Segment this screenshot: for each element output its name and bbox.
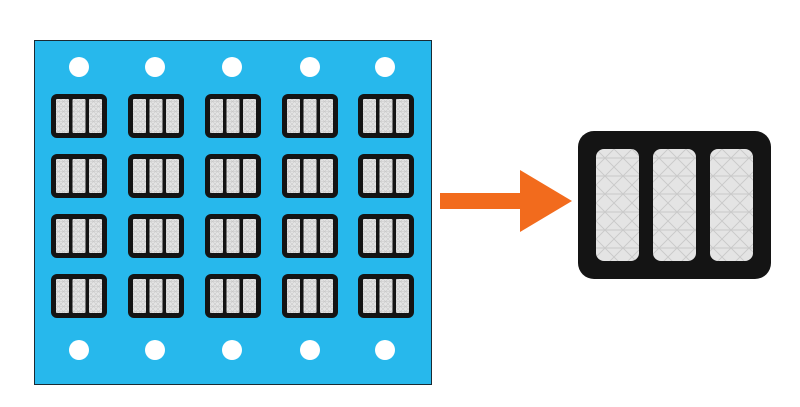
mounting-hole	[300, 340, 320, 360]
cell-strip	[149, 279, 163, 313]
cell-tile	[205, 94, 261, 138]
mounting-hole	[375, 340, 395, 360]
cell-strip	[320, 99, 333, 133]
cell-strip	[133, 219, 146, 253]
cell-tile	[358, 154, 414, 198]
cell-tile	[128, 214, 184, 258]
cell-tile	[51, 94, 107, 138]
cell-board	[34, 40, 432, 385]
cell-tile	[358, 274, 414, 318]
cell-strip	[379, 219, 393, 253]
cell-tile	[205, 154, 261, 198]
cell-strip	[396, 219, 409, 253]
cell-strip	[379, 159, 393, 193]
cell-strip	[166, 219, 179, 253]
cell-tile	[128, 94, 184, 138]
mounting-hole	[222, 340, 242, 360]
cell-strip	[363, 159, 376, 193]
cell-tile	[282, 274, 338, 318]
cell-tile	[51, 274, 107, 318]
cell-strip	[303, 159, 317, 193]
cell-strip	[363, 99, 376, 133]
mounting-hole	[300, 57, 320, 77]
cell-strip	[303, 219, 317, 253]
cell-strip	[72, 159, 86, 193]
cell-strip	[56, 219, 69, 253]
cell-strip	[287, 99, 300, 133]
cell-strip	[89, 219, 102, 253]
cell-strip	[396, 99, 409, 133]
cell-strip	[133, 279, 146, 313]
cell-strip	[226, 219, 240, 253]
magnified-strip	[710, 149, 753, 261]
cell-strip	[243, 279, 256, 313]
cell-strip	[396, 279, 409, 313]
cell-strip	[56, 159, 69, 193]
cell-strip	[287, 279, 300, 313]
cell-tile	[128, 154, 184, 198]
magnified-strip	[653, 149, 696, 261]
cell-strip	[226, 159, 240, 193]
cell-strip	[89, 99, 102, 133]
cell-tile	[282, 154, 338, 198]
cell-strip	[320, 219, 333, 253]
cell-strip	[320, 279, 333, 313]
cell-strip	[243, 99, 256, 133]
cell-strip	[149, 219, 163, 253]
cell-tile	[358, 94, 414, 138]
cell-strip	[363, 219, 376, 253]
arrow-right-icon	[440, 170, 572, 232]
mounting-hole	[222, 57, 242, 77]
cell-strip	[89, 279, 102, 313]
cell-strip	[379, 279, 393, 313]
cell-strip	[243, 159, 256, 193]
mounting-hole	[145, 57, 165, 77]
cell-strip	[72, 279, 86, 313]
cell-tile	[51, 154, 107, 198]
cell-strip	[133, 99, 146, 133]
cell-strip	[56, 99, 69, 133]
cell-strip	[72, 99, 86, 133]
mounting-hole	[69, 340, 89, 360]
magnified-strip	[596, 149, 639, 261]
mounting-hole	[375, 57, 395, 77]
cell-strip	[210, 219, 223, 253]
cell-strip	[149, 99, 163, 133]
cell-strip	[72, 219, 86, 253]
cell-strip	[226, 279, 240, 313]
cell-strip	[396, 159, 409, 193]
cell-tile	[358, 214, 414, 258]
mounting-hole	[145, 340, 165, 360]
cell-strip	[56, 279, 69, 313]
cell-strip	[363, 279, 376, 313]
cell-tile	[282, 94, 338, 138]
cell-strip	[210, 159, 223, 193]
cell-strip	[210, 99, 223, 133]
cell-strip	[166, 99, 179, 133]
cell-strip	[166, 159, 179, 193]
cell-strip	[149, 159, 163, 193]
cell-strip	[89, 159, 102, 193]
cell-tile	[51, 214, 107, 258]
cell-tile	[282, 214, 338, 258]
cell-strip	[210, 279, 223, 313]
cell-tile	[128, 274, 184, 318]
cell-tile	[205, 274, 261, 318]
cell-strip	[133, 159, 146, 193]
cell-strip	[303, 99, 317, 133]
magnified-cell	[578, 131, 771, 279]
cell-strip	[287, 159, 300, 193]
cell-strip	[320, 159, 333, 193]
cell-strip	[287, 219, 300, 253]
cell-strip	[226, 99, 240, 133]
cell-strip	[166, 279, 179, 313]
cell-tile	[205, 214, 261, 258]
mounting-hole	[69, 57, 89, 77]
cell-strip	[243, 219, 256, 253]
cell-strip	[303, 279, 317, 313]
cell-strip	[379, 99, 393, 133]
